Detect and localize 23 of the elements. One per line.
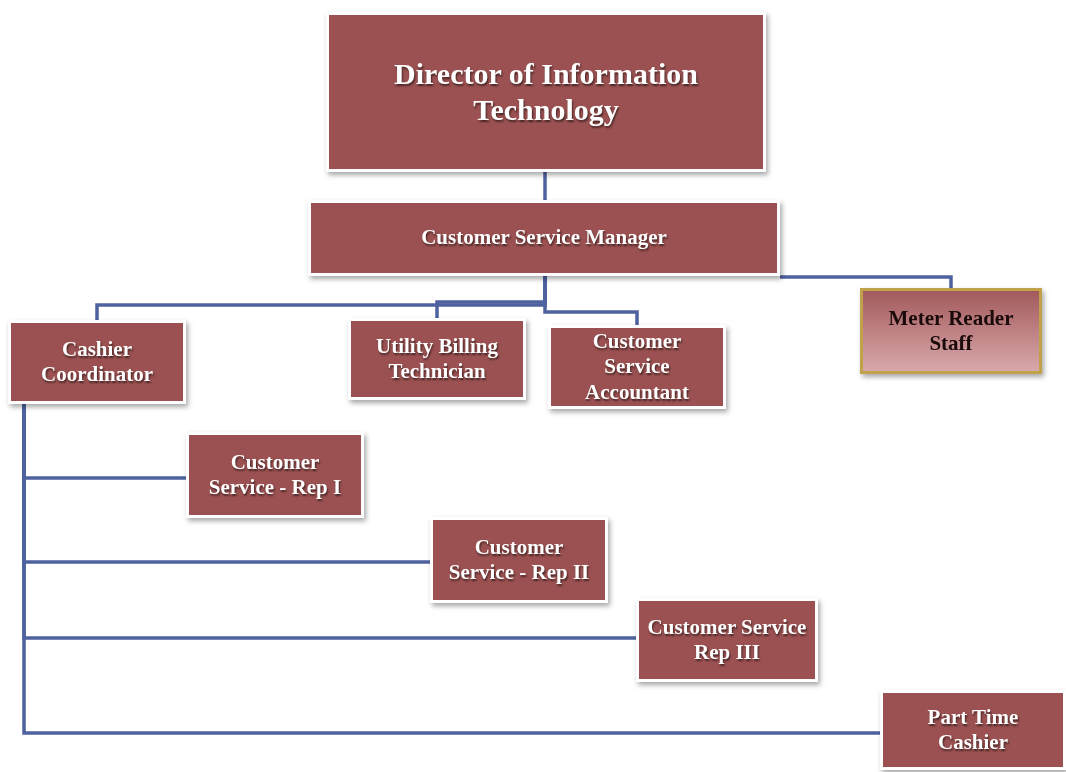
position-box — [880, 690, 1066, 770]
position-title: Director of Information Technology — [393, 56, 699, 128]
position-title: Customer Service - Rep II — [447, 534, 591, 586]
position-title: Customer Service Accountant — [584, 329, 690, 405]
position-title: Meter Reader Staff — [887, 305, 1015, 357]
position-title: Cashier Coordinator — [40, 336, 154, 388]
position-box — [8, 320, 186, 404]
position-title: Part Time Cashier — [926, 704, 1020, 756]
position-box — [348, 318, 526, 400]
position-title: Customer Service - Rep I — [207, 449, 343, 501]
connector-line — [543, 172, 547, 200]
position-box — [548, 325, 726, 409]
position-title: Customer Service Manager — [421, 225, 667, 251]
position-title: Utility Billing Technician — [375, 333, 499, 385]
position-box — [326, 12, 766, 172]
position-box — [308, 200, 780, 276]
position-box — [186, 432, 364, 518]
connector-line — [780, 275, 953, 288]
position-title: Customer Service Rep III — [647, 614, 807, 666]
position-box — [430, 517, 608, 603]
connector-line — [543, 276, 639, 325]
position-box — [860, 288, 1042, 374]
position-box — [636, 598, 818, 682]
